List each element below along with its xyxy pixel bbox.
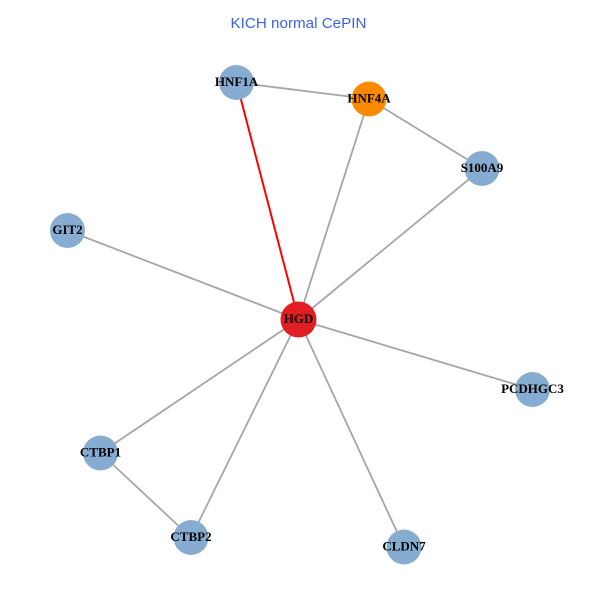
svg-text:CTBP1: CTBP1 (80, 445, 121, 460)
svg-text:CTBP2: CTBP2 (170, 529, 211, 544)
svg-text:HNF4A: HNF4A (347, 91, 391, 106)
svg-text:GIT2: GIT2 (52, 222, 82, 237)
svg-text:PCDHGC3: PCDHGC3 (501, 381, 564, 396)
svg-text:S100A9: S100A9 (461, 160, 504, 175)
svg-text:CLDN7: CLDN7 (382, 539, 426, 554)
svg-text:HGD: HGD (284, 311, 314, 326)
svg-text:HNF1A: HNF1A (215, 74, 259, 89)
svg-text:KICH normal CePIN: KICH normal CePIN (231, 15, 367, 32)
